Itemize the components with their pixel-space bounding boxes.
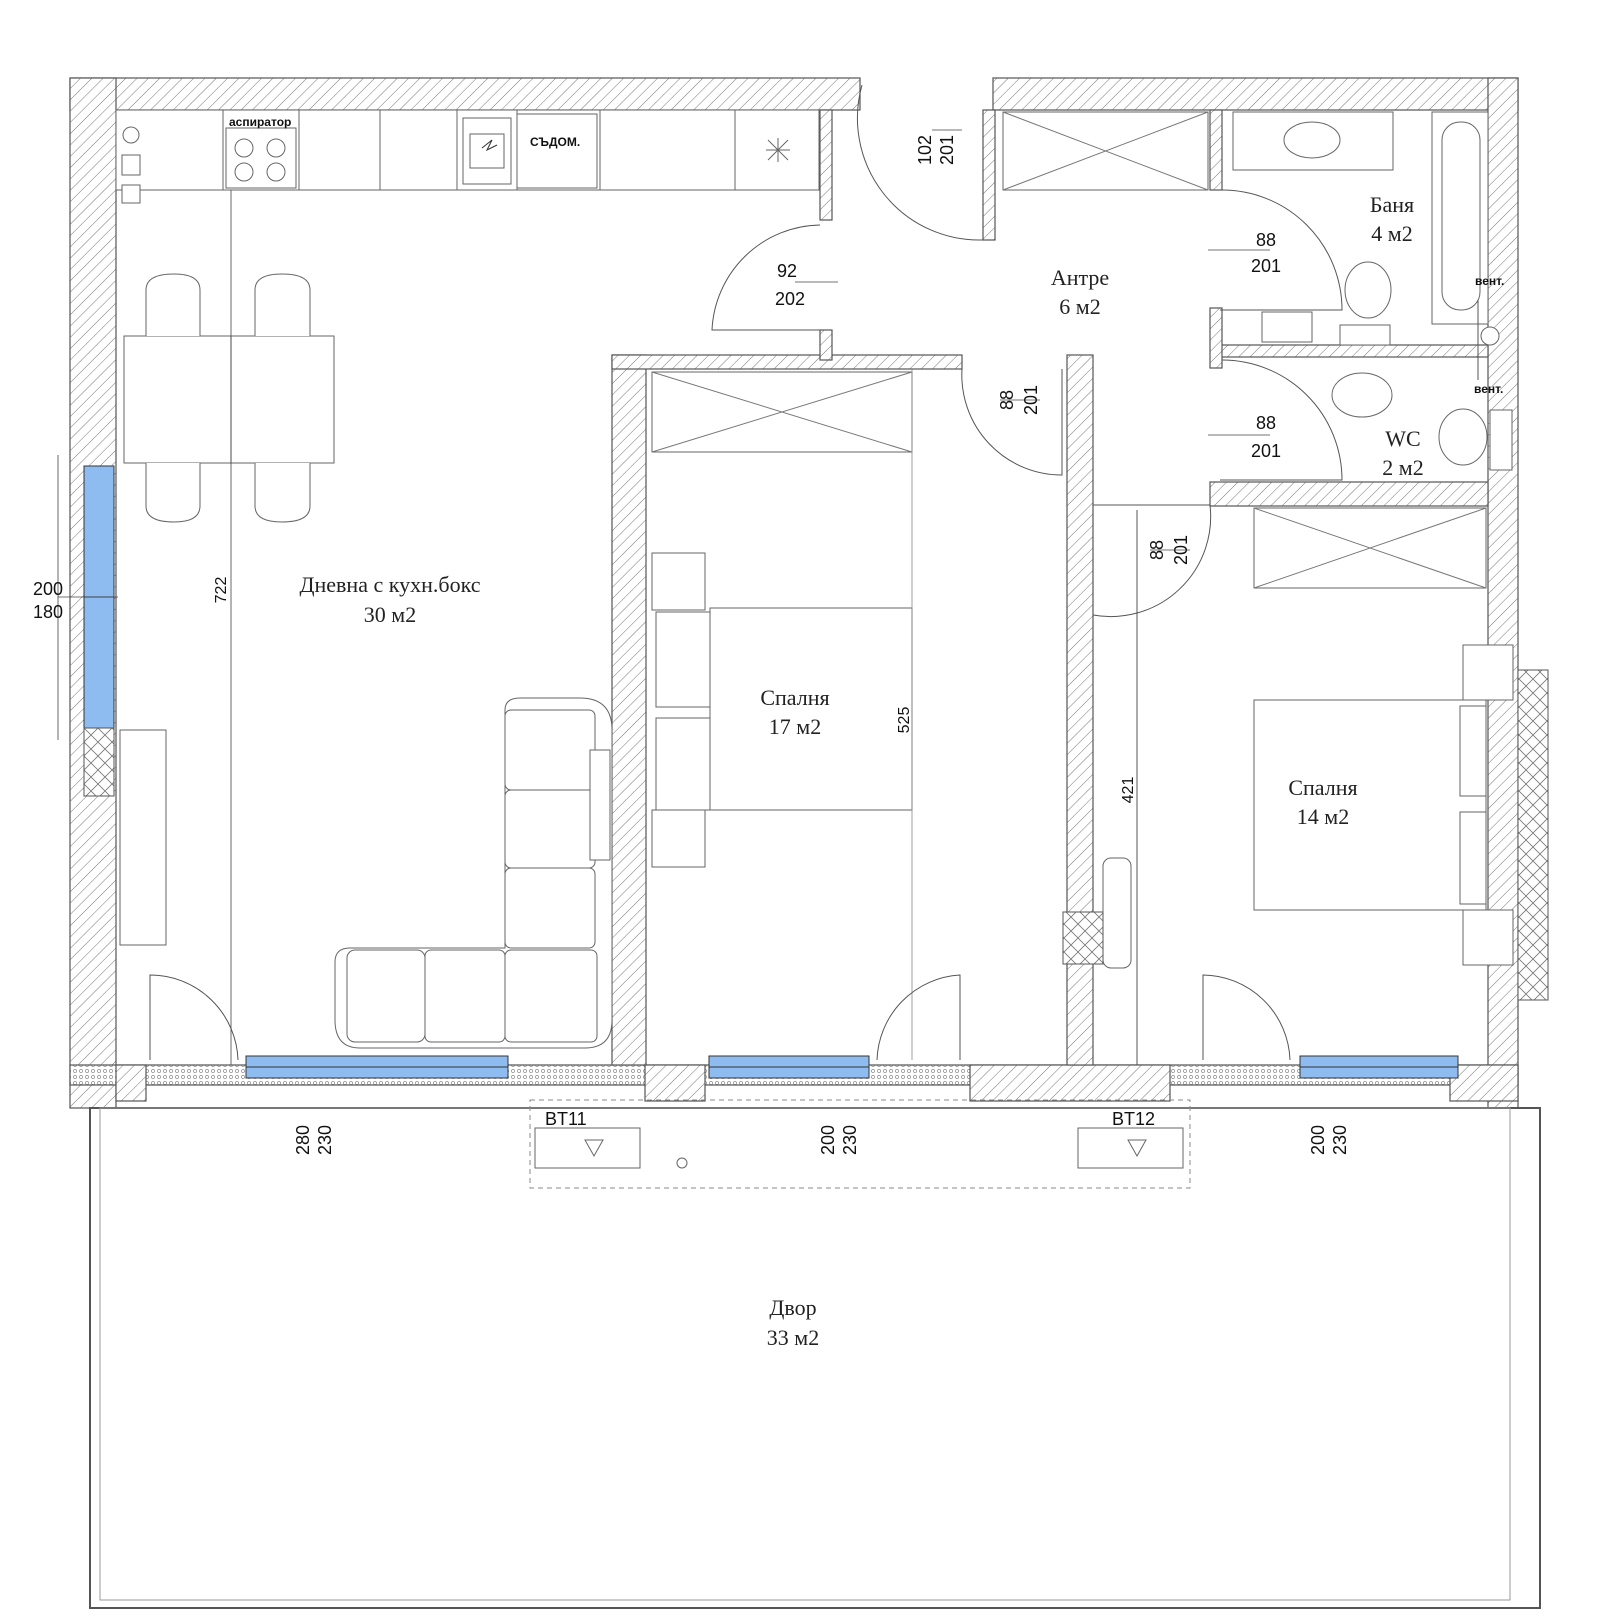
yard-name: Двор <box>769 1295 816 1320</box>
bedroom1-door-width: 88 <box>997 390 1017 410</box>
drain-bt12-label: BT12 <box>1112 1109 1155 1129</box>
living-door-width: 92 <box>777 261 797 281</box>
bath-name: Баня <box>1370 192 1414 217</box>
entrance-door-height: 201 <box>937 135 957 165</box>
kitchen-counter: аспиратор СЪДОМ. <box>115 109 820 204</box>
sink-icon <box>462 117 512 185</box>
bedroom2-furniture <box>1062 507 1514 1065</box>
cooktop-icon <box>225 127 297 189</box>
hall-name: Антре <box>1051 265 1109 290</box>
drain-bt11-label: BT11 <box>545 1109 587 1129</box>
living-depth-dimension: 722 <box>213 577 230 604</box>
bedroom2-door-width: 88 <box>1147 540 1167 560</box>
hood-label: аспиратор <box>229 115 291 129</box>
fan-icon <box>766 138 790 162</box>
yard: BT11 BT12 <box>89 1099 1541 1609</box>
living-room-name: Дневна с кухн.бокс <box>300 572 481 597</box>
bedroom2-depth-dimension: 421 <box>1120 777 1137 804</box>
living-side-window-width: 200 <box>33 579 63 599</box>
wc-door-height: 201 <box>1251 441 1281 461</box>
doors <box>149 84 1343 1061</box>
living-front-window-width: 280 <box>293 1125 313 1155</box>
living-door-height: 202 <box>775 289 805 309</box>
wc-door-width: 88 <box>1256 413 1276 433</box>
bath-door-height: 201 <box>1251 256 1281 276</box>
bedroom2-area: 14 м2 <box>1297 804 1349 829</box>
bedroom2-window-height: 230 <box>1330 1125 1350 1155</box>
wc-name: WC <box>1385 426 1420 451</box>
windows <box>83 465 1549 1079</box>
exterior-walls <box>69 77 1519 1109</box>
yard-area: 33 м2 <box>767 1325 819 1350</box>
dimension-lines <box>57 129 1270 1065</box>
bedroom1-depth-dimension: 525 <box>896 707 913 734</box>
bedroom1-door-height: 201 <box>1021 385 1041 415</box>
dining-table <box>123 273 335 523</box>
hall-area: 6 м2 <box>1059 294 1100 319</box>
living-side-window-height: 180 <box>33 602 63 622</box>
wc-area: 2 м2 <box>1382 455 1423 480</box>
bedroom1-window-height: 230 <box>840 1125 860 1155</box>
hall-closet <box>1002 111 1209 191</box>
bathroom-fixtures: вент. <box>1232 111 1504 380</box>
room-labels: Дневна с кухн.бокс 30 м2 Спалня 17 м2 Сп… <box>300 192 1424 1350</box>
entrance-door-width: 102 <box>915 135 935 165</box>
tv-unit <box>119 729 167 946</box>
sofa <box>334 697 613 1049</box>
dimension-texts: 102 201 92 202 88 201 88 201 88 201 88 2… <box>33 135 1350 1155</box>
wc-fixtures: вент. <box>1331 372 1513 471</box>
bedroom1-furniture <box>651 369 913 1060</box>
bedroom2-window-width: 200 <box>1308 1125 1328 1155</box>
bedroom2-name: Спалня <box>1288 775 1357 800</box>
bath-door-width: 88 <box>1256 230 1276 250</box>
living-front-window-height: 230 <box>315 1125 335 1155</box>
dishwasher <box>516 113 598 189</box>
dishwasher-label: СЪДОМ. <box>530 135 580 149</box>
bedroom1-window-width: 200 <box>818 1125 838 1155</box>
living-room-area: 30 м2 <box>364 602 416 627</box>
vent-label-top: вент. <box>1475 274 1504 288</box>
bedroom1-area: 17 м2 <box>769 714 821 739</box>
bath-area: 4 м2 <box>1371 221 1412 246</box>
bedroom2-door-height: 201 <box>1171 535 1191 565</box>
bedroom1-name: Спалня <box>760 685 829 710</box>
vent-label-bottom: вент. <box>1474 382 1503 396</box>
